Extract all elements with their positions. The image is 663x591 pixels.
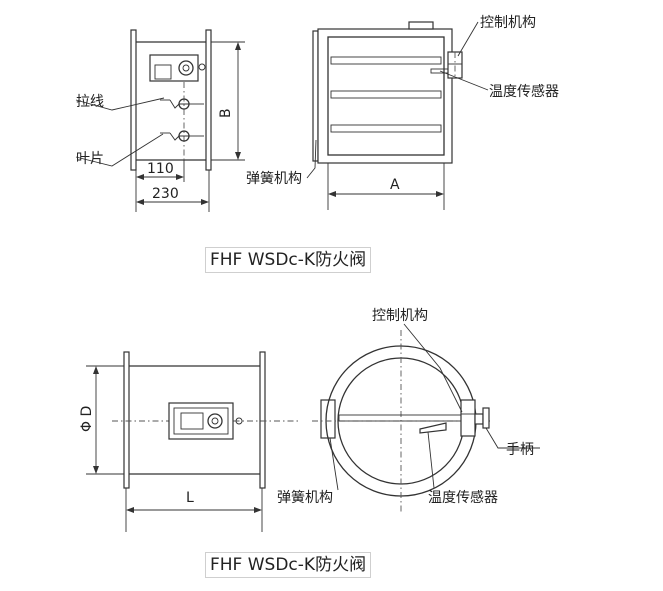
dim-110-label: 110 — [147, 161, 174, 177]
round-control-knob — [207, 413, 223, 429]
control-knob — [178, 60, 194, 76]
front-temperature-sensor — [430, 68, 449, 74]
bottom-spring-label: 弹簧机构 — [277, 490, 333, 506]
blade-2 — [330, 90, 442, 99]
bottom-handle-label: 手柄 — [506, 442, 534, 458]
pull-wire-label: 拉线 — [76, 94, 104, 110]
top-front-view: 控制机构 温度传感器 弹簧机构 A — [246, 15, 559, 210]
control-box-lever — [154, 64, 172, 80]
blade-label: 叶片 — [76, 151, 104, 167]
blade-leader — [75, 133, 164, 167]
top-sensor-label: 温度传感器 — [489, 83, 559, 100]
dim-l-label: L — [186, 490, 194, 506]
bottom-front-view: 控制机构 手柄 弹簧机构 温度传感器 — [277, 308, 540, 512]
round-handle — [482, 407, 490, 429]
top-spring-label: 弹簧机构 — [246, 171, 302, 187]
pull-wire-leader — [75, 97, 165, 111]
top-side-view: 拉线 叶片 110 230 B — [75, 29, 245, 212]
round-control-mechanism — [460, 399, 476, 437]
dim-b-label: B — [218, 108, 234, 118]
dim-a-label: A — [390, 177, 400, 193]
dim-d-label: Φ D — [79, 406, 95, 432]
front-frame-inner — [327, 36, 445, 156]
blade-1 — [330, 56, 442, 65]
top-control-label: 控制机构 — [480, 15, 536, 31]
dim-230-label: 230 — [152, 186, 179, 202]
bottom-sensor-label: 温度传感器 — [428, 489, 498, 506]
bottom-side-view: Φ D L — [79, 351, 300, 532]
front-frame-outer — [317, 28, 453, 164]
left-flange — [130, 29, 137, 171]
bottom-caption: FHF WSDc-K防火阀 — [205, 552, 372, 578]
round-left-flange — [123, 351, 130, 489]
right-flange — [205, 29, 212, 171]
round-temperature-sensor — [419, 422, 447, 434]
bottom-control-label: 控制机构 — [372, 308, 428, 324]
control-box — [149, 54, 199, 82]
top-caption: FHF WSDc-K防火阀 — [205, 247, 372, 273]
round-right-flange — [259, 351, 266, 489]
blade-3 — [330, 124, 442, 133]
